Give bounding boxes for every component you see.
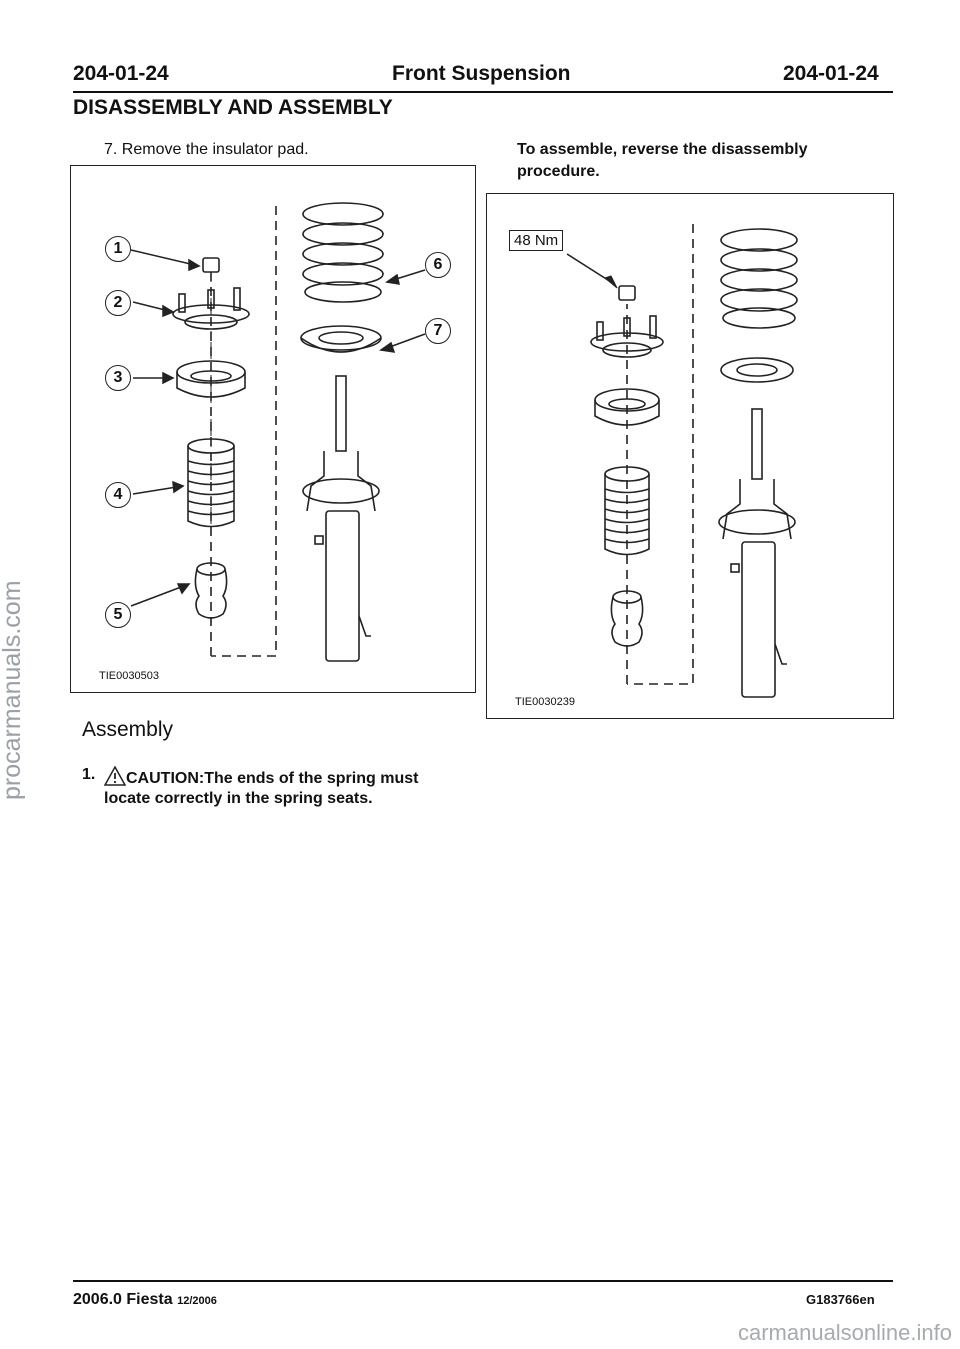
caution-text-line2: locate correctly in the spring seats. — [104, 790, 373, 807]
assembly-heading: Assembly — [82, 718, 174, 741]
assembly-step-number: 1. — [82, 766, 96, 783]
callout-7: 7 — [425, 318, 451, 344]
callout-5: 5 — [105, 602, 131, 628]
footer-rule — [73, 1280, 893, 1282]
assemble-note-line1: To assemble, reverse the disassembly — [517, 141, 808, 158]
step-7-text: 7. Remove the insulator pad. — [104, 141, 309, 158]
figure1-id: TIE0030503 — [99, 670, 159, 682]
bottom-watermark: carmanualsonline.info — [737, 1320, 952, 1345]
header-rule — [73, 91, 893, 93]
callout-2: 2 — [105, 290, 131, 316]
header-right-code: 204-01-24 — [783, 62, 879, 85]
torque-spec-label: 48 Nm — [509, 230, 564, 251]
caution-text-line1: CAUTION:The ends of the spring must — [126, 770, 419, 787]
section-title: DISASSEMBLY AND ASSEMBLY — [73, 96, 393, 119]
figure-exploded-strut-left: 1 2 3 4 5 6 7 TIE0030503 — [70, 165, 476, 693]
assemble-note-line2: procedure. — [517, 163, 600, 180]
header-left-code: 204-01-24 — [73, 62, 169, 85]
footer-date: 12/2006 — [177, 1295, 217, 1307]
caution-warning-icon — [103, 765, 127, 786]
footer-model-block: 2006.0 Fiesta 12/2006 — [73, 1291, 217, 1309]
footer-code: G183766en — [806, 1292, 875, 1307]
callout-3: 3 — [105, 365, 131, 391]
figure2-id: TIE0030239 — [515, 696, 575, 708]
footer-model: 2006.0 Fiesta — [73, 1291, 173, 1308]
strut-exploded-drawing — [130, 202, 426, 662]
strut-assembly-drawing — [566, 224, 798, 698]
figure-assembled-strut-right: 48 Nm TIE0030239 — [486, 193, 894, 719]
callout-4: 4 — [105, 482, 131, 508]
side-watermark: procarmanuals.com — [0, 580, 26, 800]
callout-1: 1 — [105, 236, 131, 262]
callout-6: 6 — [425, 252, 451, 278]
header-title: Front Suspension — [392, 62, 571, 85]
caution-line1: CAUTION:The ends of the spring must — [103, 765, 419, 788]
